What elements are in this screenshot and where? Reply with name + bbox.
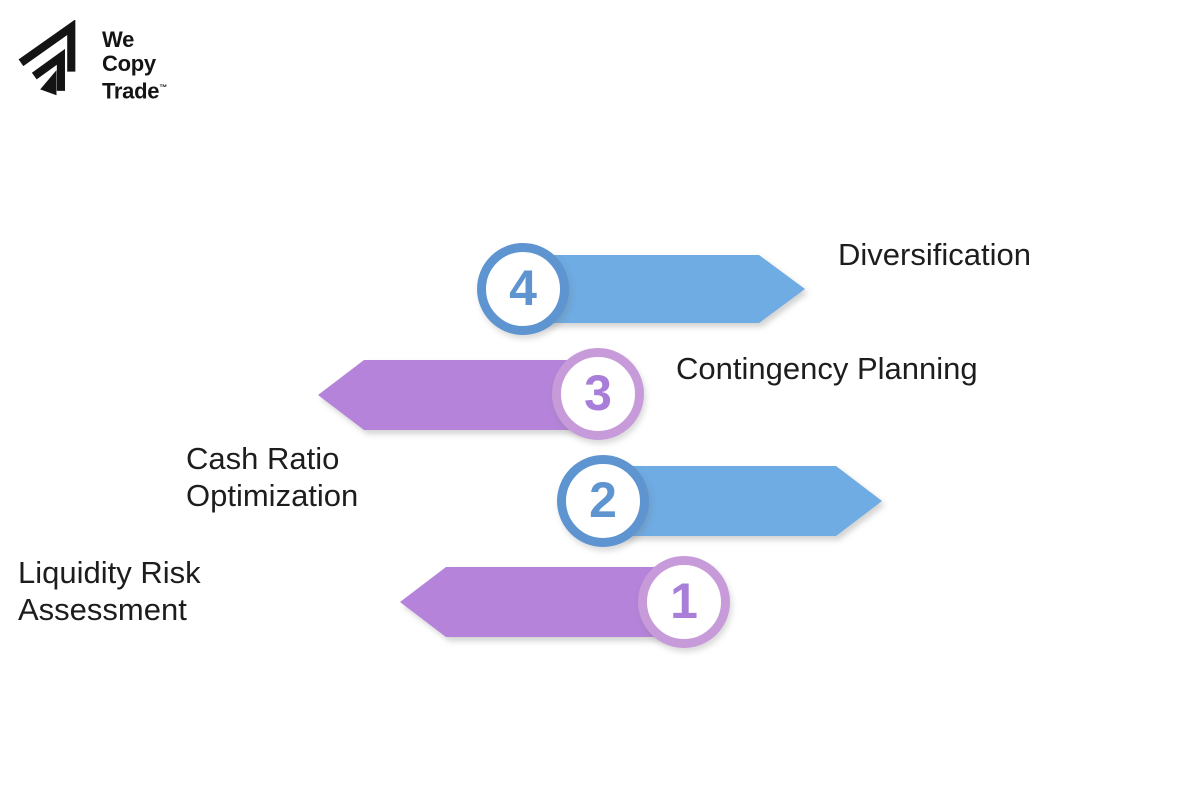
step-2-arrow-right bbox=[603, 466, 882, 536]
step-3-number: 3 bbox=[584, 365, 612, 421]
step-4-arrow-right bbox=[523, 255, 805, 323]
brand-wordmark: We Copy Trade™ bbox=[102, 20, 167, 104]
step-1-number: 1 bbox=[670, 573, 698, 629]
arrow-shape bbox=[603, 466, 882, 536]
wecopytrade-logo-icon bbox=[18, 20, 76, 96]
step-1-label: Liquidity Risk Assessment bbox=[18, 554, 201, 628]
brand-logo: We Copy Trade™ bbox=[18, 20, 167, 104]
step-1-number-badge: 1 bbox=[638, 556, 730, 648]
label-line: Diversification bbox=[838, 237, 1031, 272]
step-4-number: 4 bbox=[509, 260, 537, 316]
label-line: Assessment bbox=[18, 592, 187, 627]
label-line: Optimization bbox=[186, 478, 359, 513]
brand-line-1: We bbox=[102, 27, 135, 52]
step-2-number-badge: 2 bbox=[557, 455, 649, 547]
arrow-shape bbox=[523, 255, 805, 323]
label-line: Contingency Planning bbox=[676, 351, 978, 386]
step-2-label: Cash Ratio Optimization bbox=[186, 440, 358, 514]
label-line: Cash Ratio bbox=[186, 441, 340, 476]
step-4-number-badge: 4 bbox=[477, 243, 569, 335]
step-4-label: Diversification bbox=[838, 236, 1031, 273]
trademark-symbol: ™ bbox=[159, 83, 167, 92]
brand-line-2: Copy bbox=[102, 51, 156, 76]
step-2-number: 2 bbox=[589, 472, 617, 528]
label-line: Liquidity Risk bbox=[18, 555, 201, 590]
step-3-label: Contingency Planning bbox=[676, 350, 978, 387]
step-3-number-badge: 3 bbox=[552, 348, 644, 440]
brand-line-3: Trade bbox=[102, 78, 160, 104]
